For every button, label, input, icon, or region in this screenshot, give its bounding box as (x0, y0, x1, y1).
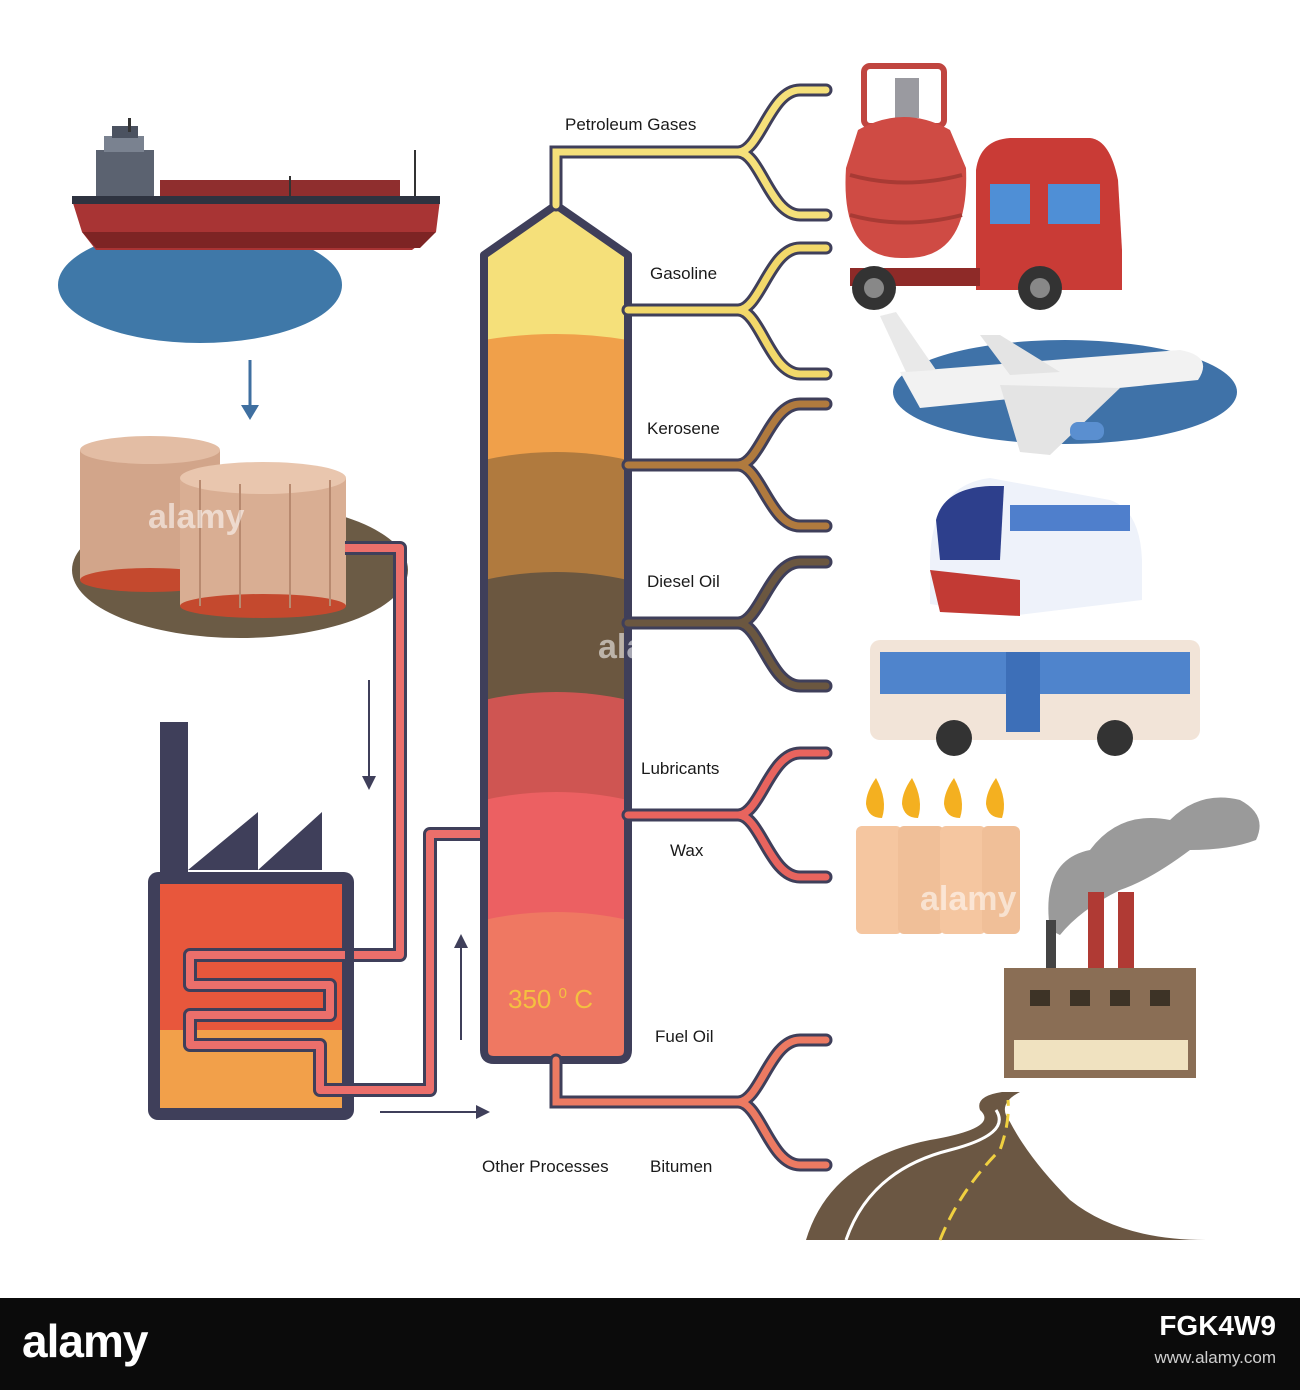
up-arrowhead (454, 934, 468, 948)
road-icon (806, 1092, 1206, 1241)
pipe-kerosene (621, 397, 833, 533)
label-petroleum-gases: Petroleum Gases (565, 115, 696, 134)
crude-pipe (345, 544, 404, 959)
footer-brand: alamy (22, 1315, 148, 1367)
footer-bar: alamy FGK4W9 www.alamy.com (0, 1298, 1300, 1390)
pipe-diesel-oil (621, 555, 833, 693)
label-diesel-oil: Diesel Oil (647, 572, 720, 591)
pipe-lubricants-wax (621, 746, 833, 884)
airplane-icon (880, 312, 1237, 455)
temperature-label: 350 0 C (508, 974, 593, 1014)
furnace-icon (148, 722, 490, 1120)
pipe-fuel-oil-bitumen (549, 1033, 833, 1172)
pipe-petroleum-gases (549, 83, 833, 222)
label-wax: Wax (670, 841, 704, 860)
storage-tanks-icon (72, 436, 408, 638)
pipe-gasoline (621, 241, 833, 381)
right-arrowhead (476, 1105, 490, 1119)
footer-url: www.alamy.com (1154, 1348, 1276, 1367)
gas-cylinder-icon (845, 63, 967, 259)
train-icon (930, 478, 1142, 616)
label-lubricants: Lubricants (641, 759, 719, 778)
truck-icon (850, 138, 1122, 310)
down-arrowhead (362, 776, 376, 790)
ship-to-tanks-arrowhead (241, 405, 259, 420)
label-bitumen: Bitumen (650, 1157, 712, 1176)
label-kerosene: Kerosene (647, 419, 720, 438)
label-fuel-oil: Fuel Oil (655, 1027, 714, 1046)
distillation-column (484, 205, 628, 1058)
bus-icon (870, 640, 1200, 756)
oil-tanker-icon (58, 118, 440, 343)
candles-icon (856, 778, 1020, 934)
oil-refining-diagram: 350 0 C Petroleum Gases Gasoline Kerosen… (58, 63, 1260, 1241)
image-id: FGK4W9 (1159, 1310, 1276, 1341)
label-gasoline: Gasoline (650, 264, 717, 283)
label-other-processes: Other Processes (482, 1157, 609, 1176)
column-outline (480, 201, 632, 1064)
footer-info: FGK4W9 www.alamy.com (1154, 1310, 1276, 1368)
power-plant-icon (1004, 797, 1260, 1078)
